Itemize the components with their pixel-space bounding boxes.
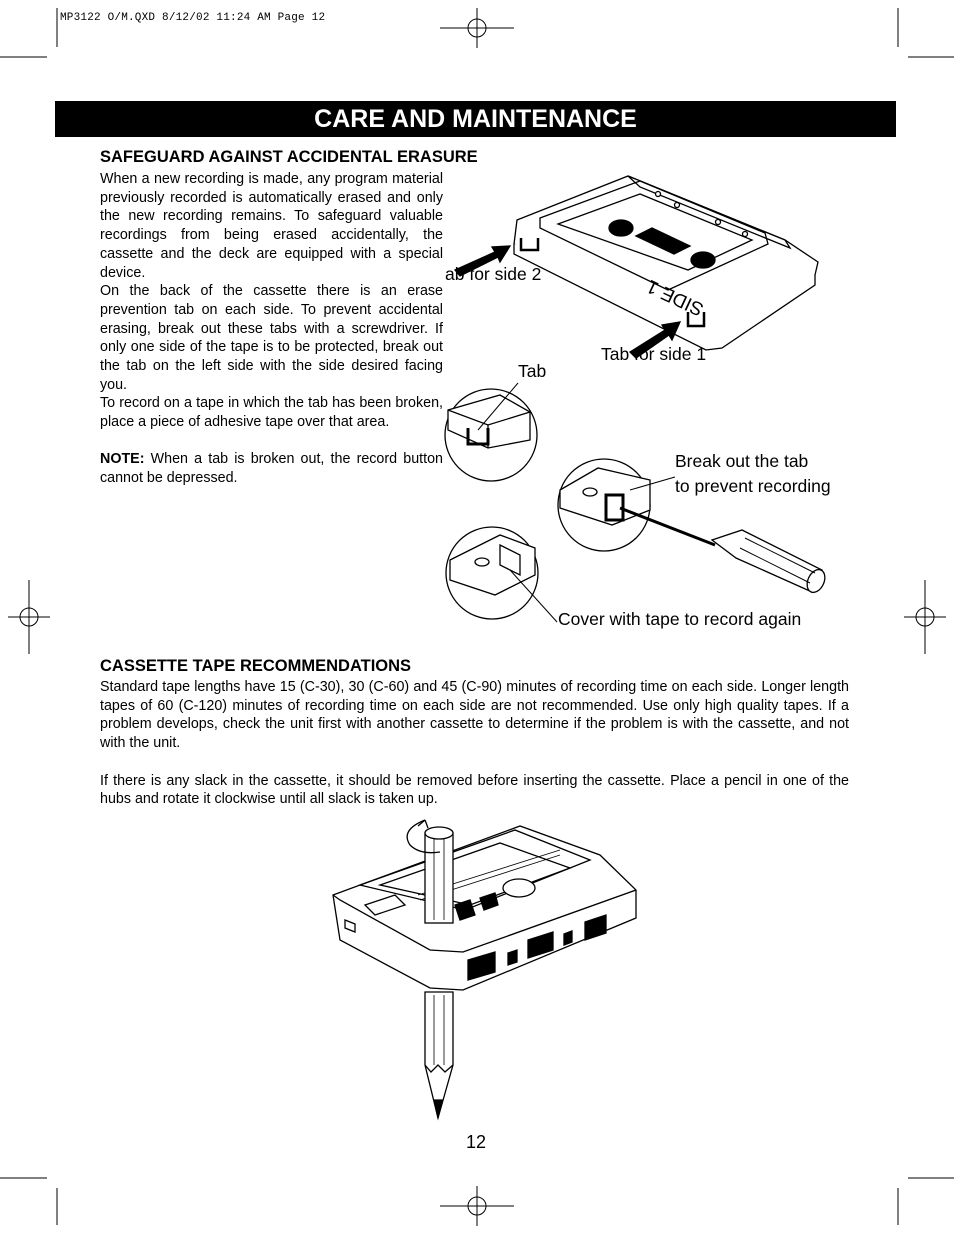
recommendations-paragraph-2: If there is any slack in the cassette, i…	[100, 772, 849, 808]
recommendations-paragraph-1: Standard tape lengths have 15 (C-30), 30…	[100, 679, 849, 752]
note-label: NOTE:	[100, 450, 145, 467]
section-title-erasure: SAFEGUARD AGAINST ACCIDENTAL ERASURE	[100, 148, 478, 166]
callout-tab: Tab	[518, 361, 547, 381]
erasure-paragraph-1: When a new recording is made, any progra…	[100, 171, 443, 281]
page-title: CARE AND MAINTENANCE	[55, 101, 896, 137]
erasure-note: NOTE: When a tab is broken out, the reco…	[100, 450, 443, 487]
print-header: MP3122 O/M.QXD 8/12/02 11:24 AM Page 12	[60, 12, 326, 24]
section-title-recommendations: CASSETTE TAPE RECOMMENDATIONS	[100, 657, 412, 675]
callout-tab-side-2: ab for side 2	[445, 264, 542, 284]
callout-break-line-2: to prevent recording	[675, 476, 831, 496]
callout-break-line-1: Break out the tab	[675, 451, 809, 471]
note-text: When a tab is broken out, the record but…	[100, 450, 443, 486]
callout-tab-side-1: Tab for side 1	[601, 344, 707, 364]
erasure-paragraph-2: On the back of the cassette there is an …	[100, 283, 443, 393]
recommendations-text: Standard tape lengths have 15 (C-30), 30…	[100, 678, 849, 809]
callout-cover: Cover with tape to record again	[558, 609, 802, 629]
page-number: 12	[466, 1132, 487, 1152]
erasure-text: When a new recording is made, any progra…	[100, 170, 443, 487]
erasure-paragraph-3: To record on a tape in which the tab has…	[100, 395, 443, 431]
